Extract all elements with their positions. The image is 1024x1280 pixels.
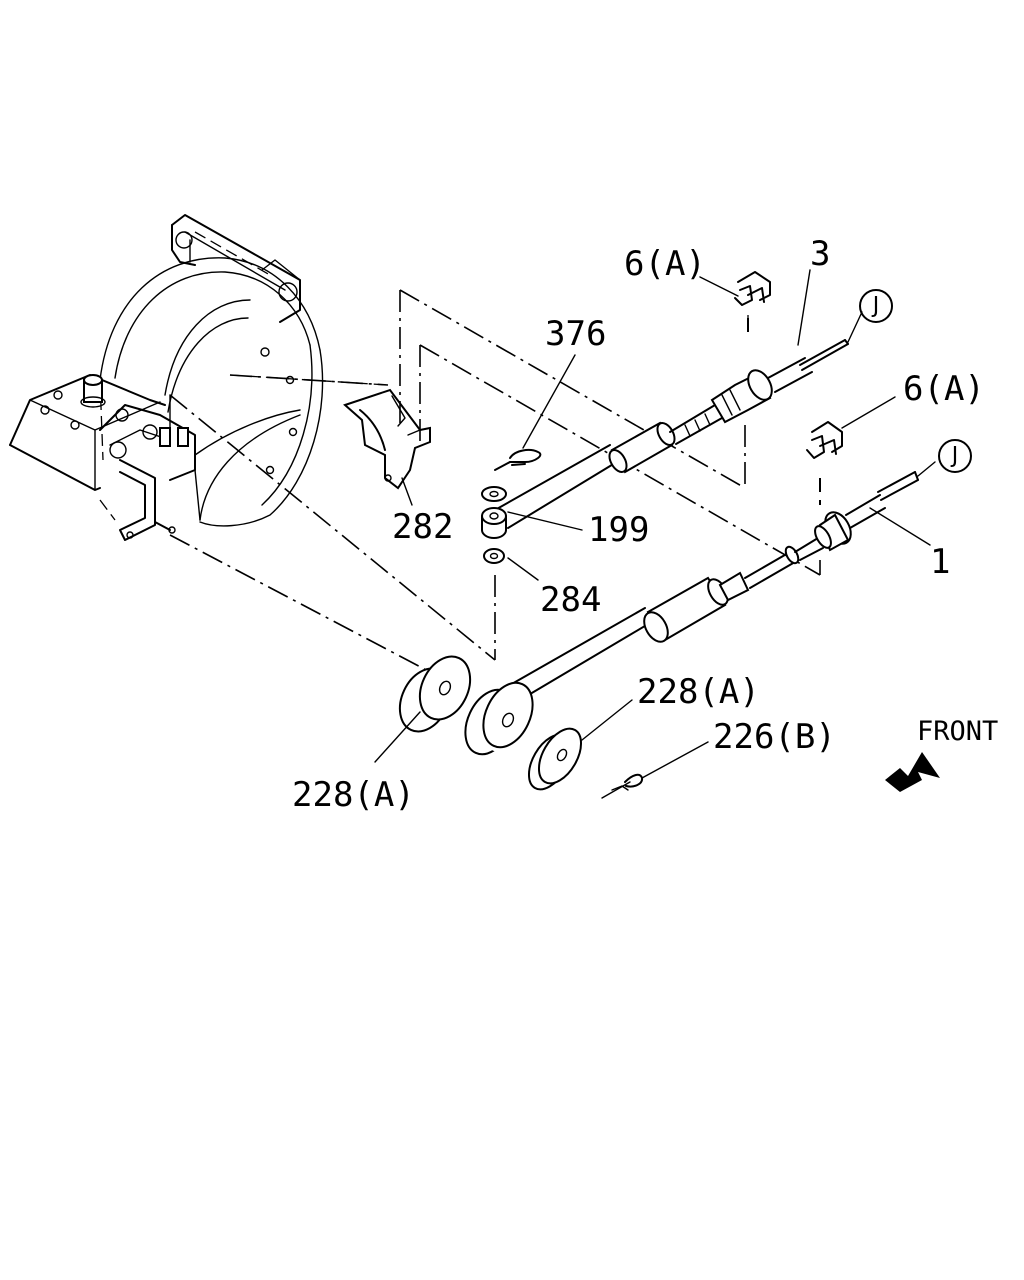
clip-pin-376: [494, 449, 542, 471]
label-part-6a-right: 6(A): [903, 369, 985, 409]
connector-j-right-label: J: [950, 444, 959, 469]
label-part-6a-top: 6(A): [624, 244, 706, 284]
connector-j-top: J: [859, 289, 893, 323]
label-part-228a-left: 228(A): [292, 775, 415, 815]
label-part-199: 199: [588, 510, 649, 550]
transmission-housing: [9, 214, 389, 541]
label-part-3: 3: [810, 234, 830, 274]
label-part-376: 376: [545, 314, 606, 354]
clip-6a-top: [734, 271, 771, 340]
bracket-282: [343, 388, 431, 490]
label-part-226b: 226(B): [713, 717, 836, 757]
leader-lines: [374, 269, 931, 779]
label-part-284: 284: [540, 580, 601, 620]
label-part-1: 1: [930, 542, 950, 582]
washer-284: [483, 548, 505, 564]
connector-j-top-label: J: [871, 294, 880, 319]
part-labels: 6(A) 3 376 6(A) 282 199 1 284 228(A) 226…: [292, 234, 998, 815]
clip-6a-right: [806, 421, 843, 505]
grommet-large-center: [464, 681, 534, 756]
washer-199-top: [481, 486, 507, 502]
grommet-228a-left: [398, 655, 472, 733]
label-part-282: 282: [392, 507, 453, 547]
assembly-guide-lines: [169, 289, 821, 673]
label-part-228a-mid: 228(A): [637, 672, 760, 712]
connector-j-right: J: [938, 439, 972, 473]
grommet-228a-mid: [527, 727, 583, 791]
label-front: FRONT: [917, 716, 998, 747]
front-arrow-icon: [885, 752, 940, 792]
cotter-pin-226b: [601, 773, 644, 799]
bushing-199: [481, 507, 507, 539]
cable-1: [509, 461, 936, 701]
